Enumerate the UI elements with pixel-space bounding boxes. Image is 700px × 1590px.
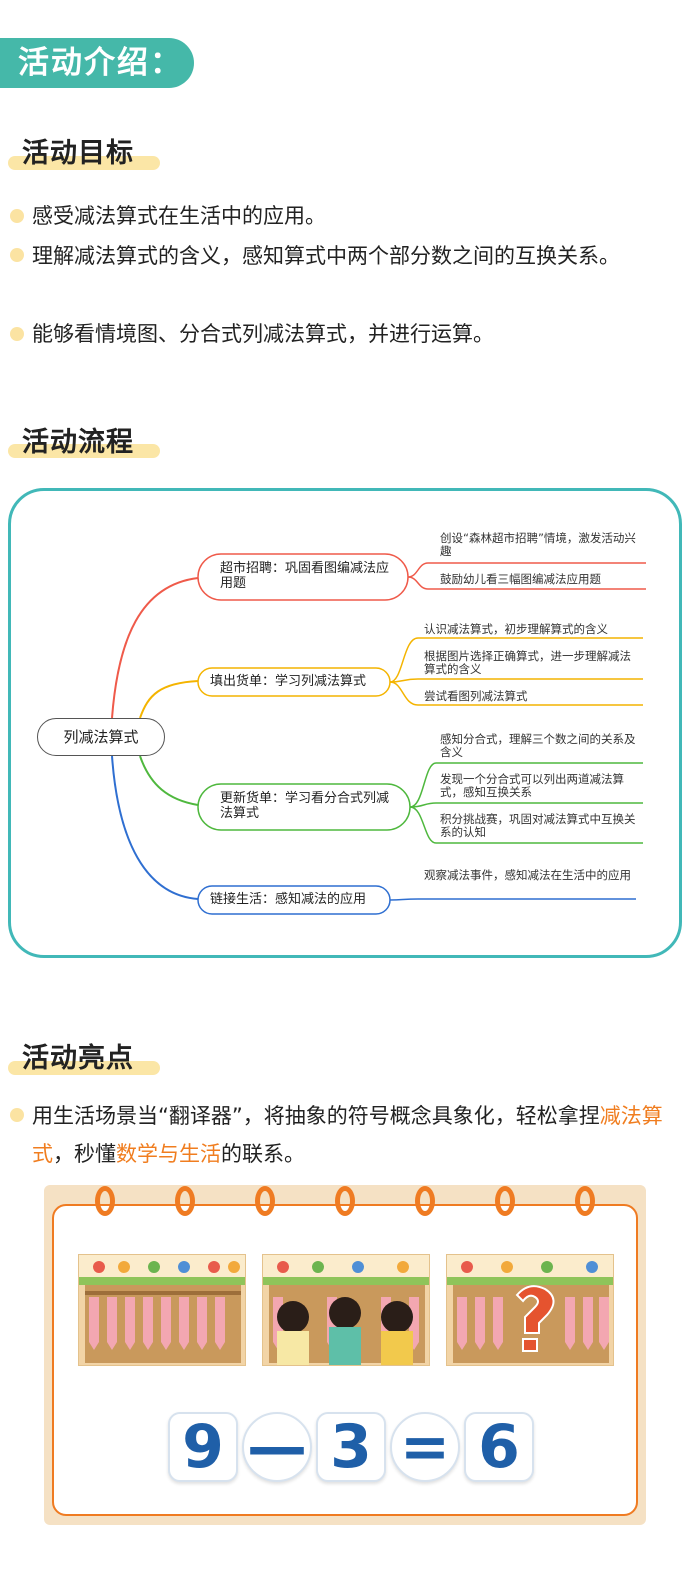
equation-operator: = bbox=[390, 1412, 460, 1482]
binder-ring-icon bbox=[415, 1186, 435, 1216]
leaf-label: 创设“森林超市招聘”情境，激发活动兴趣 bbox=[440, 531, 636, 558]
leaf-label: 鼓励幼儿看三幅图编减法应用题 bbox=[440, 572, 601, 586]
children-towels-photo bbox=[262, 1254, 430, 1366]
equation-operator: — bbox=[242, 1412, 312, 1482]
branch-curve bbox=[139, 755, 199, 806]
highlight-paragraph: 用生活场景当“翻译器”，将抽象的符号概念具象化，轻松拿捏减法算式，秒懂数学与生活… bbox=[32, 1097, 687, 1173]
binder-ring-icon bbox=[255, 1186, 275, 1216]
flow-title: 活动流程 bbox=[22, 427, 134, 458]
branch-curve bbox=[111, 755, 199, 900]
binder-ring-icon bbox=[95, 1186, 115, 1216]
bullet-dot bbox=[10, 209, 24, 223]
highlight-text: 用生活场景当“翻译器”，将抽象的符号概念具象化，轻松拿捏 bbox=[32, 1104, 600, 1128]
bullet-dot bbox=[10, 248, 24, 262]
binder-ring-icon bbox=[495, 1186, 515, 1216]
branch-curve bbox=[111, 577, 199, 719]
leaf-label: 积分挑战赛，巩固对减法算式中互换关系的认知 bbox=[440, 812, 636, 839]
branch-curve bbox=[139, 680, 199, 719]
binder-ring-icon bbox=[335, 1186, 355, 1216]
bullet-dot bbox=[10, 1108, 24, 1122]
bullet-dot bbox=[10, 327, 24, 341]
goal-item: 理解减法算式的含义，感知算式中两个部分数之间的互换关系。 bbox=[32, 244, 620, 268]
mindmap-lines bbox=[111, 553, 646, 915]
leaf-label: 感知分合式，理解三个数之间的关系及含义 bbox=[440, 732, 636, 759]
leaf-label: 尝试看图列减法算式 bbox=[424, 689, 528, 703]
branch-label: 链接生活：感知减法的应用 bbox=[210, 892, 367, 907]
question-rack-photo bbox=[446, 1254, 614, 1366]
equation-digit: 6 bbox=[464, 1412, 534, 1482]
goal-item: 感受减法算式在生活中的应用。 bbox=[32, 204, 326, 228]
highlight-emphasis: 数学与生活 bbox=[116, 1142, 221, 1166]
leaf-label: 发现一个分合式可以列出两道减法算式，感知互换关系 bbox=[440, 772, 624, 799]
branch-label: 填出货单：学习列减法算式 bbox=[210, 674, 367, 689]
goals-title: 活动目标 bbox=[22, 138, 134, 169]
highlight-text: 的联系。 bbox=[221, 1142, 305, 1166]
branch-label: 更新货单：学习看分合式列减法算式 bbox=[220, 791, 390, 821]
leaf-label: 认识减法算式，初步理解算式的含义 bbox=[424, 622, 608, 636]
branch-label: 超市招聘：巩固看图编减法应用题 bbox=[220, 561, 390, 591]
mindmap-root: 列减法算式 bbox=[37, 718, 165, 756]
binder-ring-icon bbox=[175, 1186, 195, 1216]
equation-digit: 9 bbox=[168, 1412, 238, 1482]
towel-rack-photo bbox=[78, 1254, 246, 1366]
title-highlight bbox=[8, 156, 160, 170]
binder-ring-icon bbox=[575, 1186, 595, 1216]
leaf-label: 根据图片选择正确算式，进一步理解减法算式的含义 bbox=[424, 649, 631, 676]
title-highlight bbox=[8, 1061, 160, 1075]
highlight-emphasis: 减法算式 bbox=[32, 1104, 663, 1166]
goal-item: 能够看情境图、分合式列减法算式，并进行运算。 bbox=[32, 322, 494, 346]
equation-digit: 3 bbox=[316, 1412, 386, 1482]
title-highlight bbox=[8, 444, 160, 458]
leaf-label: 观察减法事件，感知减法在生活中的应用 bbox=[424, 868, 631, 882]
highlights-title: 活动亮点 bbox=[22, 1043, 134, 1074]
highlight-text: ，秒懂 bbox=[53, 1142, 116, 1166]
intro-heading: 活动介绍： bbox=[0, 38, 194, 88]
